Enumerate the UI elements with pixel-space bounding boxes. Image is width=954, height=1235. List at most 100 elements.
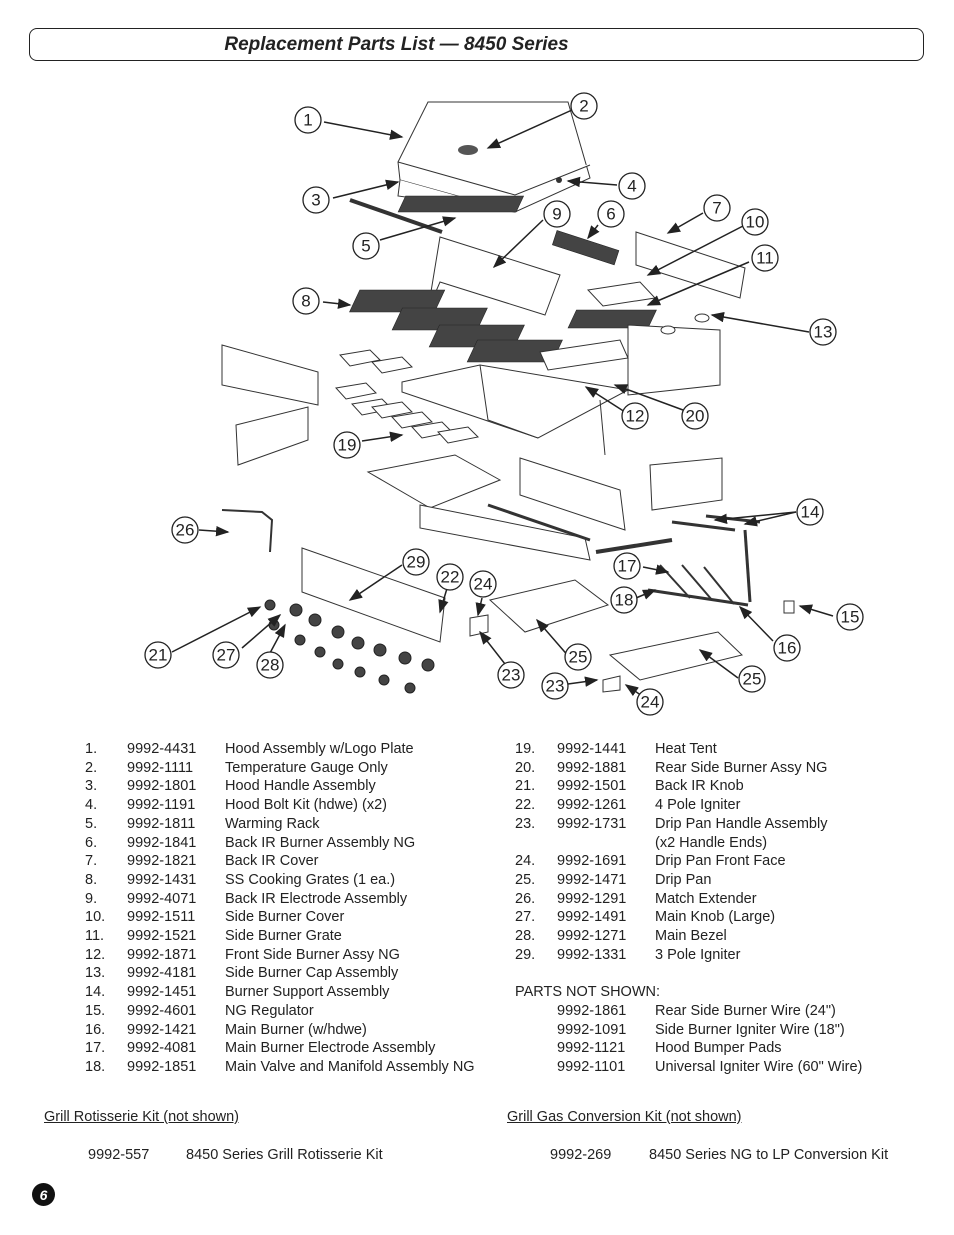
part-description: Back IR Burner Assembly NG bbox=[225, 834, 416, 851]
part-number: 9992-1291 bbox=[557, 890, 627, 907]
part-number: 9992-1111 bbox=[127, 759, 194, 776]
svg-text:5: 5 bbox=[361, 237, 370, 256]
svg-text:21: 21 bbox=[149, 646, 168, 665]
part-description: Hood Bolt Kit (hdwe) (x2) bbox=[225, 797, 387, 814]
svg-text:27: 27 bbox=[217, 646, 236, 665]
part-index: 23. bbox=[515, 815, 536, 832]
svg-text:6: 6 bbox=[606, 205, 615, 224]
callout-24-b: 24 bbox=[636, 688, 664, 716]
part-index: 18. bbox=[85, 1058, 106, 1075]
knobs-drawing bbox=[264, 599, 435, 694]
part-description: Side Burner Grate bbox=[225, 928, 342, 945]
part-description: Back IR Electrode Assembly bbox=[225, 890, 408, 907]
part-description: Main Burner (w/hdwe) bbox=[225, 1021, 367, 1038]
warming-rack-drawing bbox=[397, 195, 525, 213]
svg-text:22: 22 bbox=[441, 568, 460, 587]
part-index: 15. bbox=[85, 1002, 106, 1019]
svg-text:26: 26 bbox=[176, 521, 195, 540]
part-description: Rear Side Burner Assy NG bbox=[655, 759, 828, 776]
callout-8: 8 bbox=[292, 287, 320, 315]
part-index: 12. bbox=[85, 946, 106, 963]
callout-25: 25 bbox=[564, 643, 592, 671]
svg-text:28: 28 bbox=[261, 656, 280, 675]
rotisserie-kit-desc: 8450 Series Grill Rotisserie Kit bbox=[186, 1147, 383, 1163]
svg-text:4: 4 bbox=[627, 177, 636, 196]
page-number: 6 bbox=[32, 1183, 55, 1206]
svg-text:25: 25 bbox=[743, 670, 762, 689]
part-index: 4. bbox=[85, 797, 98, 814]
part-index: 29. bbox=[515, 946, 536, 963]
part-number: 9992-1861 bbox=[557, 1002, 627, 1019]
callout-29: 29 bbox=[402, 548, 430, 576]
callout-27: 27 bbox=[212, 641, 240, 669]
parts-row: 24. 9992-1691 Drip Pan Front Face bbox=[515, 852, 862, 871]
svg-text:7: 7 bbox=[712, 199, 721, 218]
part-description: Main Burner Electrode Assembly bbox=[225, 1040, 436, 1057]
rotisserie-kit-part: 9992-557 bbox=[88, 1147, 150, 1163]
callout-7: 7 bbox=[703, 194, 731, 222]
conversion-kit-desc: 8450 Series NG to LP Conversion Kit bbox=[649, 1147, 889, 1163]
svg-text:12: 12 bbox=[626, 407, 645, 426]
part-description: Burner Support Assembly bbox=[225, 984, 390, 1001]
part-index: 7. bbox=[85, 853, 98, 870]
callout-20: 20 bbox=[681, 402, 709, 430]
callout-2: 2 bbox=[570, 92, 598, 120]
part-index: 24. bbox=[515, 853, 536, 870]
svg-text:8: 8 bbox=[301, 292, 310, 311]
part-number: 9992-1091 bbox=[557, 1021, 627, 1038]
svg-text:11: 11 bbox=[756, 249, 774, 268]
part-description: Heat Tent bbox=[655, 741, 717, 757]
svg-text:16: 16 bbox=[778, 639, 797, 658]
part-number: 9992-1731 bbox=[557, 815, 627, 832]
callout-23: 23 bbox=[497, 661, 525, 689]
part-description: Temperature Gauge Only bbox=[225, 759, 388, 776]
parts-row: 9992-1101 Universal Igniter Wire (60" Wir… bbox=[515, 1058, 862, 1077]
part-number: 9992-4071 bbox=[127, 890, 197, 907]
part-number: 9992-1121 bbox=[557, 1040, 626, 1057]
part-number: 9992-1881 bbox=[557, 759, 627, 776]
part-description: SS Cooking Grates (1 ea.) bbox=[225, 871, 396, 888]
part-index: 28. bbox=[515, 928, 536, 945]
svg-text:2: 2 bbox=[579, 97, 588, 116]
part-index: 19. bbox=[515, 741, 536, 757]
part-number: 9992-1851 bbox=[127, 1058, 197, 1075]
part-description: Side Burner Cap Assembly bbox=[225, 965, 399, 982]
callout-16: 16 bbox=[773, 634, 801, 662]
callout-10: 10 bbox=[741, 208, 769, 236]
callout-23-b: 23 bbox=[541, 672, 569, 700]
svg-text:24: 24 bbox=[474, 575, 493, 594]
callout-6: 6 bbox=[597, 200, 625, 228]
part-number: 9992-1501 bbox=[557, 778, 627, 795]
side-panel-right-drawing bbox=[649, 457, 723, 511]
regulator-drawing bbox=[783, 600, 795, 614]
svg-text:13: 13 bbox=[814, 323, 833, 342]
part-number: 9992-1101 bbox=[557, 1058, 626, 1075]
callout-21: 21 bbox=[144, 641, 172, 669]
left-panel-drawing bbox=[221, 344, 319, 406]
svg-text:18: 18 bbox=[615, 591, 634, 610]
callout-14: 14 bbox=[796, 498, 824, 526]
part-description: Drip Pan Front Face bbox=[655, 853, 786, 870]
part-description: Main Bezel bbox=[655, 928, 727, 945]
part-index: 3. bbox=[85, 778, 98, 795]
part-number: 9992-1691 bbox=[557, 853, 627, 870]
part-description: Match Extender bbox=[655, 890, 757, 907]
part-description: Universal Igniter Wire (60" Wire) bbox=[655, 1058, 863, 1075]
side-burner-drawing bbox=[539, 339, 629, 371]
svg-text:3: 3 bbox=[311, 191, 320, 210]
part-index: 17. bbox=[85, 1040, 106, 1057]
part-description: Warming Rack bbox=[225, 815, 320, 832]
callout-28: 28 bbox=[256, 651, 284, 679]
